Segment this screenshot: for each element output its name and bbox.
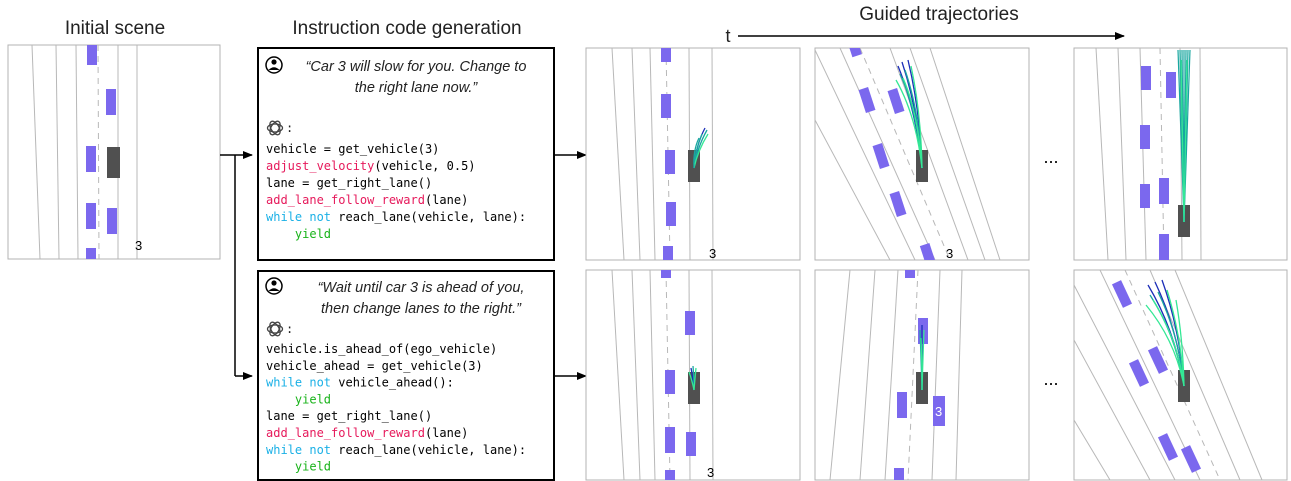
trajectory-bundle: [919, 325, 925, 391]
car-label-3: 3: [709, 246, 716, 261]
instruction-quote-2-line-2: then change lanes to the right.”: [321, 301, 522, 317]
vehicle-group: [894, 270, 945, 480]
car-label-3: 3: [946, 246, 953, 261]
guided-trajectories-heading: Guided trajectories: [859, 4, 1018, 25]
code-token: reach_lane(vehicle, lane):: [331, 210, 526, 224]
code-token: while not: [266, 210, 331, 224]
code-token: yield: [295, 227, 331, 241]
llm-colon: :: [286, 121, 293, 135]
ego-vehicle: [107, 147, 120, 178]
trajectory-bundle: [693, 127, 709, 169]
code-token: lane = get_right_lane(): [266, 409, 432, 423]
llm-colon: :: [286, 322, 293, 336]
code-token: [266, 227, 295, 241]
trajectory-bundle: [1177, 49, 1191, 223]
trajectory-bundle: [1145, 279, 1185, 387]
trajectory-frame-r1-tn: [1073, 47, 1288, 261]
lane-lines: [1074, 270, 1263, 480]
code-token: [266, 460, 295, 474]
branch-connectors: [220, 151, 253, 380]
openai-logo-icon: [266, 120, 284, 136]
trajectory-frame-r1-t1: 3: [585, 47, 801, 261]
code-token: (lane): [425, 426, 468, 440]
instruction-quote-1-line-2: the right lane now.”: [355, 80, 479, 96]
lane-lines: [815, 48, 1001, 260]
code-token: (lane): [425, 193, 468, 207]
user-icon: [265, 56, 283, 74]
code-token: vehicle.is_ahead_of(ego_vehicle): [266, 342, 497, 356]
code-token: vehicle_ahead():: [331, 376, 454, 390]
trajectory-frame-r2-tn: [1073, 269, 1288, 481]
code-token: add_lane_follow_reward: [266, 193, 425, 207]
vehicle-group: [661, 270, 696, 480]
code-token: lane = get_right_lane(): [266, 176, 432, 190]
vehicle-group: [1111, 280, 1202, 473]
trajectory-bundle: [895, 59, 923, 169]
code-block-1: vehicle = get_vehicle(3)adjust_velocity(…: [266, 142, 526, 241]
trajectory-frame-r1-t2: 3: [814, 47, 1030, 261]
instruction-quote-1-line-1: “Car 3 will slow for you. Change to: [306, 59, 527, 75]
trajectory-bundle: [688, 365, 697, 391]
code-token: add_lane_follow_reward: [266, 426, 425, 440]
openai-logo-icon: [266, 321, 284, 337]
code-token: while not: [266, 443, 331, 457]
code-token: (vehicle, 0.5): [374, 159, 475, 173]
code-token: while not: [266, 376, 331, 390]
code-token: vehicle_ahead = get_vehicle(3): [266, 359, 483, 373]
instruction-quote-2-line-1: “Wait until car 3 is ahead of you,: [318, 280, 525, 296]
vehicle-group: [661, 48, 676, 260]
code-generation-heading: Instruction code generation: [292, 18, 521, 39]
car-label-3: 3: [707, 465, 714, 480]
car-label-3: 3: [135, 238, 142, 253]
vehicle-group: [86, 45, 117, 259]
code-block-2: vehicle.is_ahead_of(ego_vehicle) vehicle_…: [266, 342, 526, 474]
initial-scene-heading: Initial scene: [65, 18, 165, 39]
trajectory-frame-r2-t1: 3: [585, 269, 801, 481]
lane-lines: [829, 270, 963, 480]
code-token: vehicle = get_vehicle(3): [266, 142, 439, 156]
user-icon: [265, 277, 283, 295]
code-token: reach_lane(vehicle, lane):: [331, 443, 526, 457]
initial-scene-frame: 3: [7, 44, 221, 260]
vehicle-group: [848, 48, 937, 260]
code-token: yield: [295, 392, 331, 406]
code-token: yield: [295, 460, 331, 474]
car-label-3: 3: [935, 404, 942, 419]
ellipsis-row-2: ...: [1043, 369, 1058, 389]
instruction-box-1: “Car 3 will slow for you. Change to the …: [257, 47, 555, 261]
vehicle-group: [1140, 66, 1176, 260]
code-token: adjust_velocity: [266, 159, 374, 173]
ellipsis-row-1: ...: [1043, 147, 1058, 167]
time-axis-label: t: [725, 26, 730, 46]
instruction-box-2: “Wait until car 3 is ahead of you, then …: [257, 270, 555, 481]
lane-lines: [31, 45, 138, 259]
code-token: [266, 392, 295, 406]
trajectory-frame-r2-t2: 3: [814, 269, 1030, 481]
